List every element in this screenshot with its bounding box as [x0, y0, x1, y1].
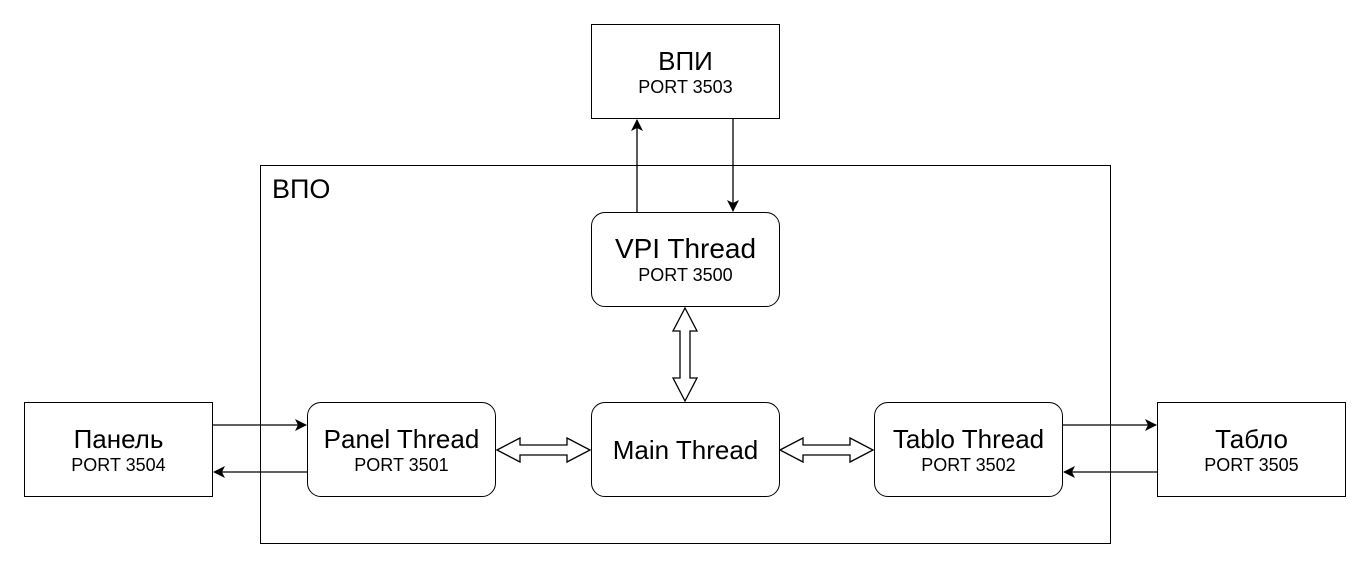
tablo-thread-node[interactable]: Tablo Thread PORT 3502: [874, 402, 1063, 497]
panel-thread-node-title: Panel Thread: [323, 423, 480, 454]
double-arrow-main-thread-tablo-thread: [778, 436, 875, 464]
double-arrow-vpi-thread-main-thread: [671, 306, 699, 403]
vpi-node-title: ВПИ: [658, 45, 713, 76]
panel-node[interactable]: Панель PORT 3504: [24, 402, 213, 497]
tablo-node[interactable]: Табло PORT 3505: [1157, 402, 1346, 497]
tablo-node-title: Табло: [1215, 423, 1288, 454]
panel-thread-node-port: PORT 3501: [354, 454, 449, 475]
main-thread-node-title: Main Thread: [612, 434, 759, 465]
vpi-thread-node[interactable]: VPI Thread PORT 3500: [591, 212, 780, 307]
main-thread-node[interactable]: Main Thread: [591, 402, 780, 497]
panel-node-title: Панель: [73, 423, 164, 454]
vpo-container-label: ВПО: [272, 174, 331, 204]
tablo-thread-node-port: PORT 3502: [921, 454, 1016, 475]
panel-thread-node[interactable]: Panel Thread PORT 3501: [307, 402, 496, 497]
vpo-container: [260, 165, 1111, 544]
vpi-thread-node-port: PORT 3500: [638, 264, 733, 285]
panel-node-port: PORT 3504: [71, 454, 166, 475]
tablo-thread-node-title: Tablo Thread: [892, 423, 1045, 454]
vpi-node[interactable]: ВПИ PORT 3503: [591, 24, 780, 119]
vpi-thread-node-title: VPI Thread: [614, 232, 757, 264]
double-arrow-panel-thread-main-thread: [495, 436, 592, 464]
tablo-node-port: PORT 3505: [1204, 454, 1299, 475]
vpi-node-port: PORT 3503: [638, 76, 733, 97]
